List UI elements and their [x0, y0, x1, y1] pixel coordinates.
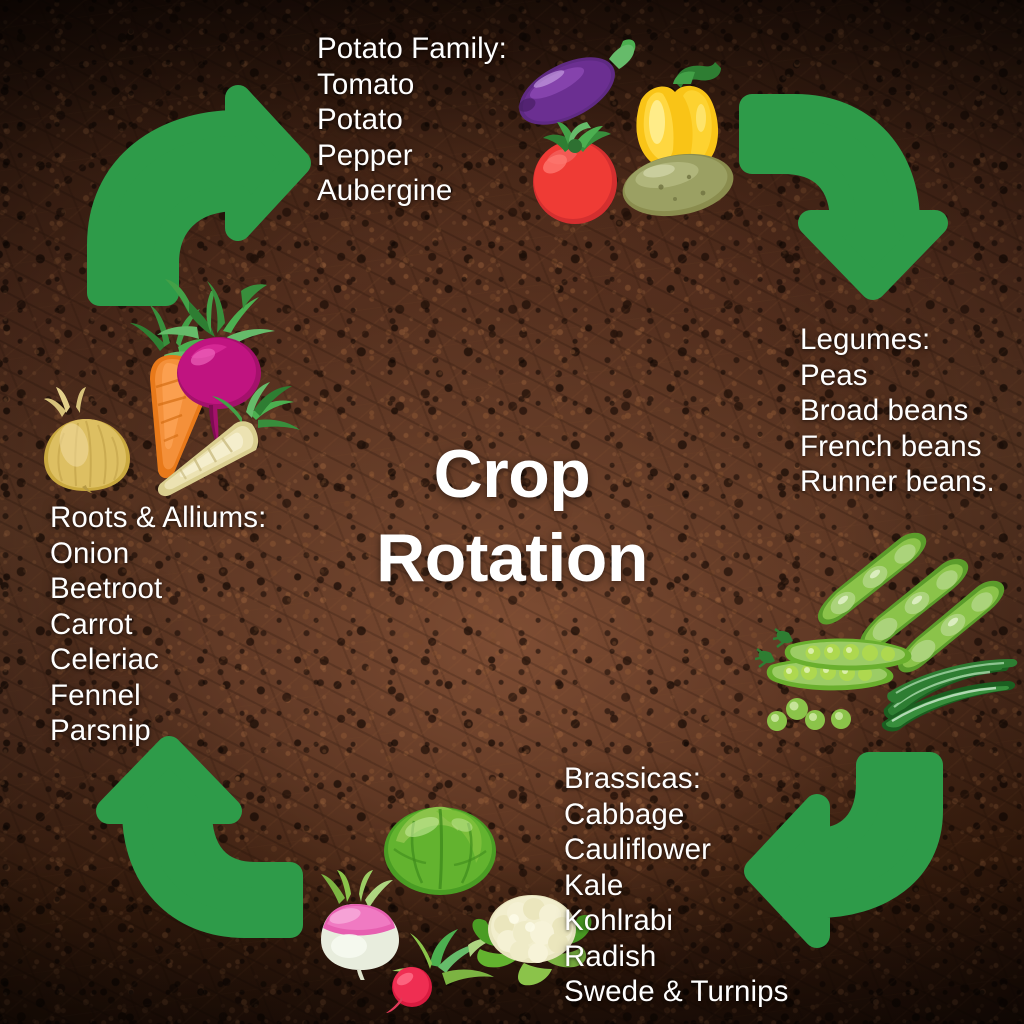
brassicas-text-block: Brassicas: Cabbage Cauliflower Kale Kohl…	[564, 761, 789, 1010]
potato-family-text-block: Potato Family: Tomato Potato Pepper Aube…	[317, 31, 507, 209]
arrow-roots-to-potato-icon	[87, 85, 311, 306]
legumes-item: Broad beans	[800, 394, 969, 427]
broad-bean-pod-icon	[897, 580, 1005, 673]
yellow-pepper-icon	[636, 62, 721, 168]
cabbage-icon	[384, 806, 496, 895]
legume-vegetables	[725, 515, 1020, 750]
broad-bean-pod-icon	[817, 532, 927, 625]
brassicas-item: Swede & Turnips	[564, 975, 789, 1008]
parsnip-icon	[157, 382, 300, 497]
radish-icon	[386, 929, 494, 1013]
potato-family-item: Potato	[317, 103, 403, 136]
legumes-text-block: Legumes: Peas Broad beans French beans R…	[800, 322, 995, 500]
legumes-item: Peas	[800, 358, 868, 392]
roots-alliums-vegetables	[28, 275, 300, 500]
brassicas-heading: Brassicas:	[564, 762, 702, 795]
potato-family-vegetables	[495, 35, 745, 225]
tomato-icon	[533, 122, 617, 224]
brassicas-item: Kale	[564, 868, 624, 902]
legumes-item: Runner beans.	[800, 465, 995, 498]
brassicas-item: Kohlrabi	[564, 904, 674, 937]
arrow-legumes-to-brassicas-icon	[744, 752, 943, 948]
cauliflower-icon	[472, 895, 592, 986]
green-beans-icon	[881, 659, 1018, 732]
turnip-icon	[321, 870, 399, 980]
roots-alliums-item: Parsnip	[50, 714, 151, 747]
arrow-brassicas-to-roots-icon	[96, 736, 303, 938]
onion-icon	[44, 387, 130, 493]
potato-icon	[622, 153, 734, 217]
brassica-vegetables	[295, 785, 592, 1015]
roots-alliums-item: Beetroot	[50, 572, 163, 605]
potato-family-item: Aubergine	[317, 174, 453, 207]
brassicas-item: Cauliflower	[564, 833, 712, 866]
brassicas-item: Cabbage	[564, 797, 685, 831]
arrow-potato-to-legumes-icon	[739, 94, 948, 300]
title-line-1: Crop	[433, 436, 591, 512]
potato-family-heading: Potato Family:	[317, 32, 507, 65]
aubergine-icon	[518, 39, 636, 125]
roots-alliums-text-block: Roots & Alliums: Onion Beetroot Carrot C…	[50, 500, 266, 749]
roots-alliums-heading: Roots & Alliums:	[50, 501, 267, 534]
roots-alliums-item: Celeriac	[50, 643, 160, 676]
pea-pod-icon	[773, 628, 912, 671]
loose-peas-icon	[767, 698, 851, 731]
title-line-2: Rotation	[376, 520, 648, 596]
potato-family-item: Pepper	[317, 138, 413, 172]
roots-alliums-item: Carrot	[50, 607, 133, 641]
legumes-heading: Legumes:	[800, 323, 931, 356]
legumes-item: French beans	[800, 429, 982, 463]
page-title: Crop Rotation	[0, 432, 1024, 600]
roots-alliums-item: Fennel	[50, 678, 141, 712]
beetroot-icon	[157, 279, 275, 447]
roots-alliums-item: Onion	[50, 536, 130, 570]
broad-bean-pod-icon	[859, 558, 969, 651]
brassicas-item: Radish	[564, 939, 657, 973]
potato-family-item: Tomato	[317, 67, 415, 101]
